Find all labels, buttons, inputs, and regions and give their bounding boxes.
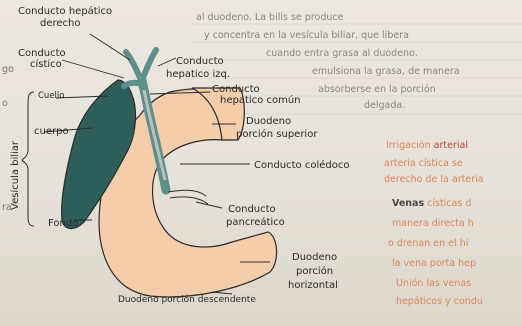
svg-text:derecho de la arteria: derecho de la arteria [384, 174, 484, 185]
label-duodeno-horizontal: Duodeno porción horizontal [288, 252, 340, 291]
svg-text:absorberse en la porción: absorberse en la porción [318, 84, 436, 95]
svg-text:emulsiona la grasa, de manera: emulsiona la grasa, de manera [312, 66, 460, 77]
label-coledoco: Conducto colédoco [254, 159, 349, 171]
svg-text:la vena porta hep: la vena porta hep [392, 258, 476, 269]
label-pancreatico: Conducto pancreático [226, 204, 285, 228]
label-fondo: Fondo [48, 218, 78, 229]
label-cuello: Cuello [38, 91, 64, 101]
notes-irrigation: Irrigación arterial arteria cística se d… [384, 140, 484, 185]
vesicula-bracket [22, 92, 34, 226]
pancreatic-duct [168, 190, 208, 204]
hepatic-left-duct [142, 50, 156, 80]
label-hepatic-common: Conducto hepatico común [212, 84, 301, 106]
hepatic-right-duct [126, 52, 140, 78]
svg-text:arteria cística se: arteria cística se [384, 158, 463, 169]
label-cuerpo: cuerpo [34, 126, 69, 137]
margin-fragment-go: go [2, 64, 14, 75]
svg-text:delgada.: delgada. [364, 100, 405, 111]
margin-fragment-o: o [2, 98, 8, 109]
svg-text:cuando entra grasa al duodeno.: cuando entra grasa al duodeno. [266, 48, 418, 59]
label-hepatic-left: Conducto hepatico izq. [166, 56, 230, 80]
label-hepatic-right: Conducto hepático derecho [18, 5, 115, 29]
svg-text:Irrigación arterial: Irrigación arterial [386, 140, 468, 151]
label-cystic-duct: Conducto cístico [18, 48, 69, 70]
svg-text:Venas císticas d: Venas císticas d [392, 198, 471, 209]
label-duodeno-descendente: Duodeno porción descendente [118, 294, 256, 305]
label-duodeno-superior: Duodeno porción superior [236, 116, 318, 140]
svg-text:Unión las venas: Unión las venas [396, 278, 471, 289]
margin-fragment-ra: ra [2, 202, 12, 213]
svg-text:hepáticos y condu: hepáticos y condu [396, 296, 483, 307]
svg-text:y concentra en la vesícula bil: y concentra en la vesícula biliar, que l… [204, 30, 409, 41]
svg-text:manera directa h: manera directa h [392, 218, 474, 229]
label-vesicula-biliar: Vesícula biliar [9, 140, 21, 210]
svg-text:o drenan en el hí: o drenan en el hí [388, 238, 469, 249]
svg-text:al duodeno. La bilis se produc: al duodeno. La bilis se produce [196, 12, 344, 23]
notes-veins: Venas císticas d manera directa h o dren… [388, 198, 483, 307]
